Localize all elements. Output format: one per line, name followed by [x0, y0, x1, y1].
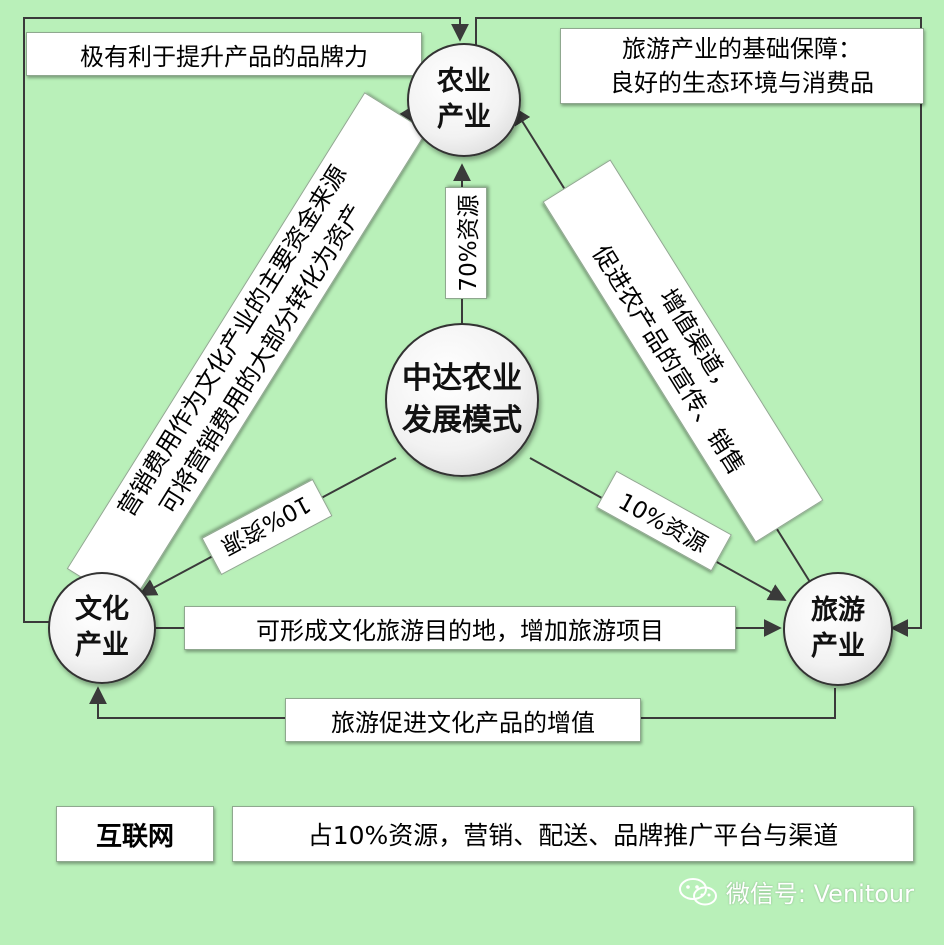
internet-label-box: 互联网: [56, 806, 214, 862]
label-center-to-agri: 70%资源: [445, 187, 487, 299]
arrow-agri-to-tourism-outer: [475, 17, 922, 637]
node-culture: 文化 产业: [48, 572, 156, 684]
label-tourism-to-culture: 旅游促进文化产品的增值: [285, 698, 641, 742]
label-culture-to-tourism: 可形成文化旅游目的地，增加旅游项目: [184, 606, 736, 650]
node-center: 中达农业 发展模式: [385, 323, 539, 477]
internet-description: 占10%资源，营销、配送、品牌推广平台与渠道: [307, 821, 839, 850]
watermark-text: 微信号: Venitour: [725, 880, 914, 908]
label-tourism-basis: 旅游产业的基础保障： 良好的生态环境与消费品: [560, 28, 924, 104]
internet-description-box: 占10%资源，营销、配送、品牌推广平台与渠道: [232, 806, 914, 862]
label-tourism-basis-line2: 良好的生态环境与消费品: [610, 69, 874, 97]
label-brand-power-text: 极有利于提升产品的品牌力: [80, 42, 368, 71]
label-brand-power: 极有利于提升产品的品牌力: [26, 32, 422, 76]
arrow-culture-to-agri-outer: [23, 17, 469, 623]
node-tourism: 旅游 产业: [783, 572, 893, 686]
wechat-icon: [678, 877, 717, 905]
node-center-line1: 中达农业: [402, 361, 522, 396]
node-culture-line2: 产业: [75, 630, 129, 661]
node-agri-line1: 农业: [437, 66, 491, 97]
node-agri-line2: 产业: [437, 102, 491, 133]
watermark: 微信号: Venitour: [678, 874, 914, 909]
node-culture-line1: 文化: [75, 594, 129, 625]
node-agri: 农业 产业: [407, 43, 521, 157]
node-tourism-line2: 产业: [811, 631, 865, 662]
label-tourism-to-culture-text: 旅游促进文化产品的增值: [331, 708, 595, 737]
node-center-line2: 发展模式: [402, 403, 522, 438]
label-tourism-basis-line1: 旅游产业的基础保障：: [622, 35, 862, 63]
node-tourism-line1: 旅游: [811, 595, 865, 626]
internet-label: 互联网: [95, 821, 174, 852]
label-center-to-agri-text: 70%资源: [456, 194, 482, 292]
label-culture-to-tourism-text: 可形成文化旅游目的地，增加旅游项目: [256, 616, 664, 645]
